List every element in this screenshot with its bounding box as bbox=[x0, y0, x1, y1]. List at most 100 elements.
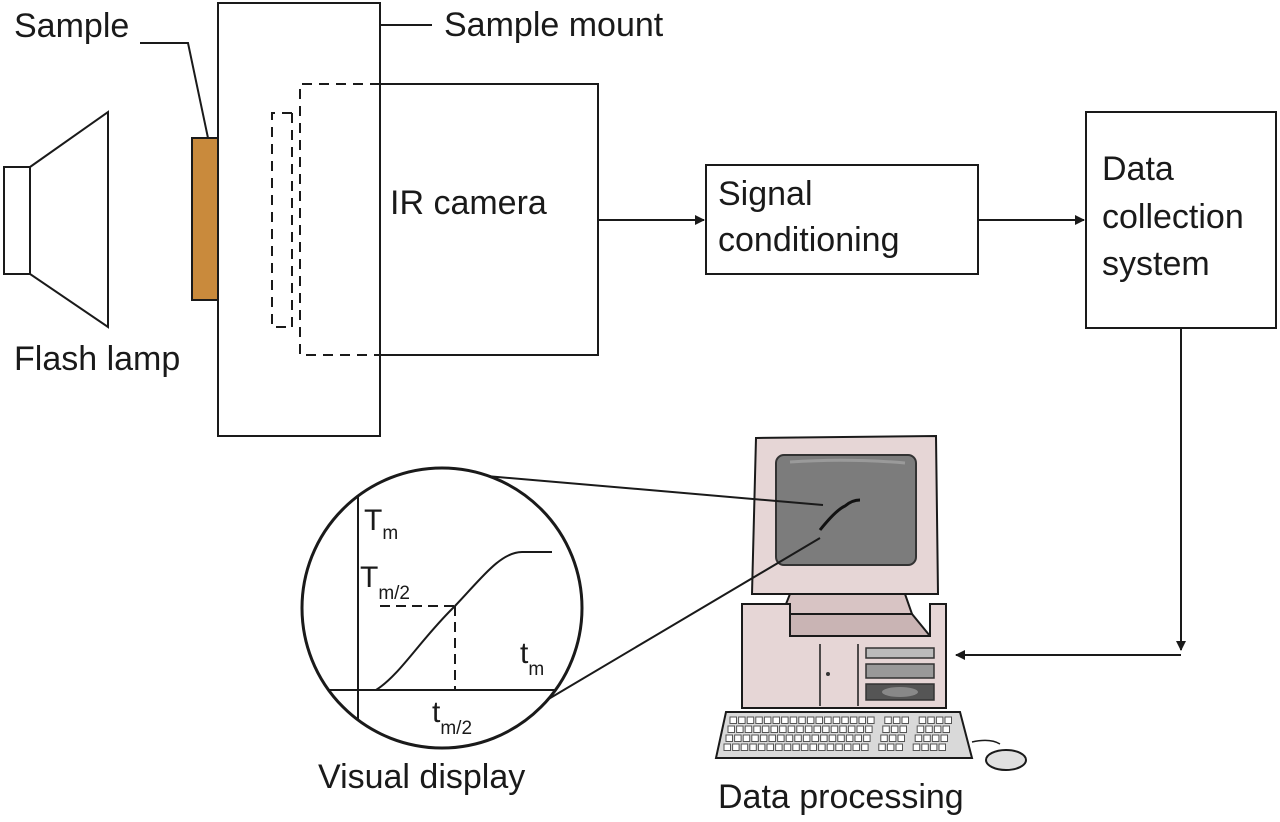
keyboard-key bbox=[742, 734, 751, 742]
keyboard-key bbox=[914, 734, 923, 742]
keyboard-key bbox=[935, 716, 944, 724]
keyboard-key bbox=[770, 725, 778, 733]
temperature-plot bbox=[310, 495, 582, 745]
keyboard-key bbox=[798, 716, 806, 724]
visual-display-label: Visual display bbox=[318, 758, 525, 796]
keyboard-key bbox=[796, 725, 804, 733]
keyboard-key bbox=[865, 725, 873, 733]
keyboard-key bbox=[772, 716, 780, 724]
data-collection-system-box bbox=[1085, 111, 1277, 329]
keyboard-key bbox=[729, 716, 737, 724]
keyboard-key bbox=[738, 716, 746, 724]
keyboard-key bbox=[925, 725, 933, 733]
sample-leader-line bbox=[140, 42, 209, 139]
flash-lamp-label: Flash lamp bbox=[14, 340, 180, 378]
signal-flow-arrows bbox=[598, 215, 1186, 660]
keyboard-key bbox=[841, 716, 849, 724]
keyboard-key bbox=[732, 743, 740, 751]
keyboard-key bbox=[800, 743, 809, 751]
drive-bay-2 bbox=[865, 663, 935, 679]
keyboard-key bbox=[847, 725, 856, 733]
keyboard-key bbox=[921, 743, 929, 751]
keyboard-key bbox=[901, 716, 909, 724]
keyboard-key bbox=[744, 725, 753, 733]
flash-lamp bbox=[3, 110, 109, 329]
keyboard-key bbox=[944, 716, 952, 724]
keyboard-key bbox=[768, 734, 776, 742]
keyboard-key bbox=[927, 716, 935, 724]
keyboard-key bbox=[749, 743, 757, 751]
keyboard-key bbox=[867, 716, 875, 724]
keyboard-key bbox=[886, 743, 895, 751]
monitor-stand bbox=[780, 593, 914, 615]
keyboard-key bbox=[734, 734, 742, 742]
keyboard-key bbox=[931, 734, 940, 742]
plot-label-Tm: Tm bbox=[364, 504, 398, 544]
keyboard-key bbox=[858, 716, 866, 724]
keyboard-key bbox=[777, 734, 785, 742]
keyboard-key bbox=[783, 743, 792, 751]
keyboard-key bbox=[787, 725, 796, 733]
keyboard-key bbox=[890, 725, 899, 733]
keyboard-key bbox=[843, 743, 852, 751]
ir-camera-label: IR camera bbox=[390, 184, 547, 222]
keyboard-key bbox=[725, 734, 733, 742]
drive-bay-1 bbox=[865, 647, 935, 659]
keyboard-key bbox=[727, 725, 735, 733]
signal-conditioning-label-line2: conditioning bbox=[718, 221, 899, 259]
keyboard-key bbox=[892, 716, 901, 724]
keyboard-key bbox=[938, 743, 946, 751]
magnifier-line-bottom bbox=[529, 537, 821, 711]
keyboard-key bbox=[933, 725, 942, 733]
keyboard-key bbox=[899, 725, 907, 733]
keyboard-key bbox=[785, 734, 794, 742]
keyboard-key bbox=[818, 743, 826, 751]
keyboard-key bbox=[736, 725, 744, 733]
keyboard-key bbox=[792, 743, 800, 751]
keyboard-key bbox=[880, 734, 888, 742]
keyboard-keys bbox=[723, 716, 952, 751]
keyboard-key bbox=[813, 725, 821, 733]
keyboard-key bbox=[940, 734, 948, 742]
plot-label-Tm2: Tm/2 bbox=[360, 561, 410, 604]
keyboard-key bbox=[849, 716, 858, 724]
keyboard-key bbox=[832, 716, 841, 724]
keyboard-key bbox=[916, 725, 925, 733]
keyboard-key bbox=[888, 734, 897, 742]
keyboard-key bbox=[759, 734, 768, 742]
keyboard-key bbox=[861, 743, 869, 751]
signal-conditioning-label-line1: Signal bbox=[718, 175, 813, 213]
sample-label: Sample bbox=[14, 7, 129, 45]
data-collection-label-line2: collection bbox=[1102, 198, 1244, 236]
keyboard-key bbox=[746, 716, 755, 724]
screen-curve bbox=[818, 498, 861, 531]
plot-label-tm: tm bbox=[520, 637, 544, 680]
keyboard-key bbox=[753, 725, 761, 733]
signal-conditioning-box bbox=[705, 164, 979, 275]
keyboard-key bbox=[897, 734, 905, 742]
keyboard-key bbox=[918, 716, 927, 724]
keyboard-key bbox=[845, 734, 854, 742]
keyboard-key bbox=[740, 743, 749, 751]
monitor-screen bbox=[775, 454, 917, 566]
keyboard-key bbox=[766, 743, 774, 751]
keyboard-key bbox=[763, 716, 772, 724]
keyboard-key bbox=[822, 725, 830, 733]
magnifier-line-top bbox=[439, 471, 824, 506]
plot-label-tm2: tm/2 bbox=[432, 696, 472, 739]
keyboard-key bbox=[839, 725, 847, 733]
keyboard-key bbox=[820, 734, 828, 742]
keyboard-key bbox=[815, 716, 823, 724]
keyboard-key bbox=[828, 734, 837, 742]
computer bbox=[714, 434, 1027, 771]
keyboard-key bbox=[761, 725, 770, 733]
keyboard-key bbox=[824, 716, 832, 724]
keyboard-key bbox=[895, 743, 903, 751]
data-processing-label: Data processing bbox=[718, 778, 964, 816]
keyboard-key bbox=[856, 725, 864, 733]
keyboard-key bbox=[830, 725, 839, 733]
keyboard-key bbox=[802, 734, 811, 742]
keyboard-key bbox=[826, 743, 835, 751]
